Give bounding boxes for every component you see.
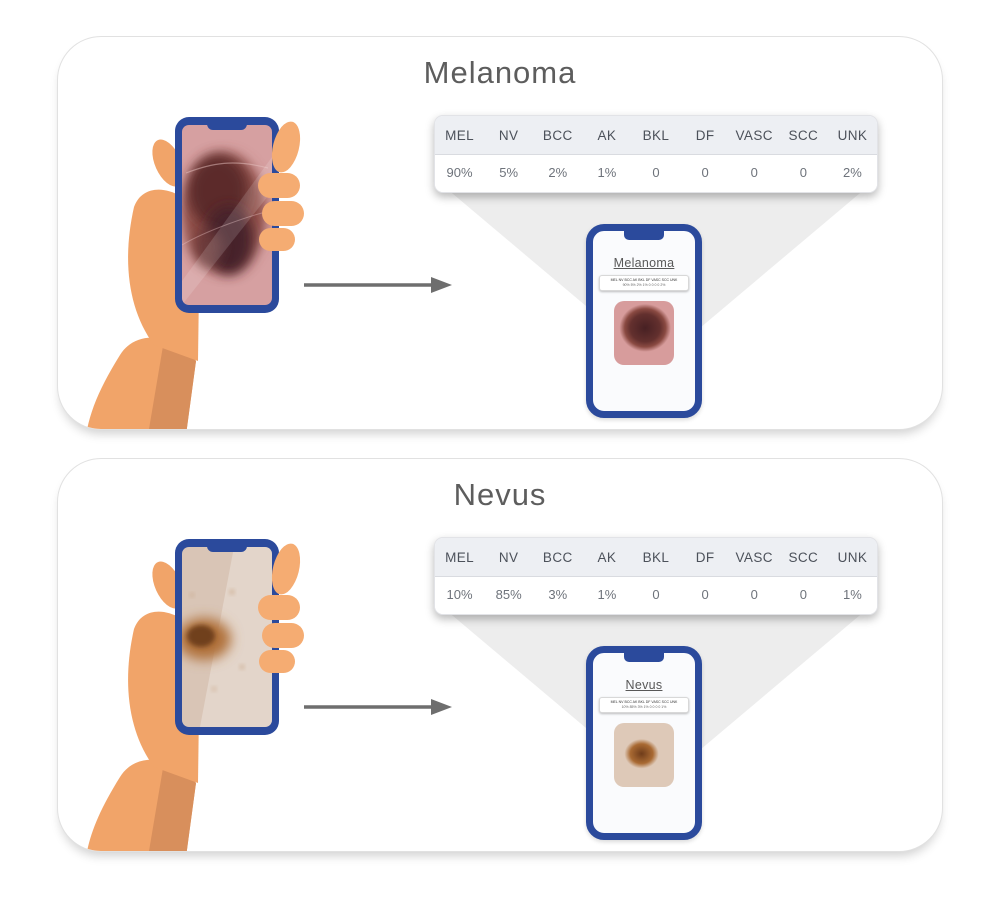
table-value-cell: 0 <box>652 587 660 602</box>
diagnosis-label: Melanoma <box>613 256 675 270</box>
table-header-cell: BKL <box>642 128 670 143</box>
forearm-shade <box>149 767 196 851</box>
panel-title: Melanoma <box>423 55 577 90</box>
table-header-cell: VASC <box>735 128 773 143</box>
mini-prediction-table: MEL NV BCC AK BKL DF VASC SCC UNK 10% 85… <box>599 697 689 713</box>
table-header-cell: NV <box>498 128 519 143</box>
table-header-cell: UNK <box>837 128 868 143</box>
fingertip <box>258 173 300 198</box>
table-header-cell: NV <box>498 550 519 565</box>
mini-table-values: 90% 5% 2% 1% 0 0 0 0 2% <box>622 283 666 287</box>
nevus-lesion <box>182 547 272 727</box>
melanoma-panel: Melanoma MEL <box>57 36 943 430</box>
nevus-panel: Nevus MEL <box>57 458 943 852</box>
melanoma-lesion <box>182 153 272 305</box>
index-finger <box>271 121 301 173</box>
table-header-cell: BCC <box>542 550 573 565</box>
table-value-cell: 2% <box>548 165 568 180</box>
table-header-cell: UNK <box>837 550 868 565</box>
fingertip <box>258 595 300 620</box>
table-value-cell: 10% <box>446 587 473 602</box>
table-value-cell: 90% <box>446 165 473 180</box>
mini-table-headers: MEL NV BCC AK BKL DF VASC SCC UNK <box>610 278 678 282</box>
phone-notch <box>207 539 247 552</box>
table-header-cell: SCC <box>788 128 819 143</box>
table-value-cell: 85% <box>495 587 522 602</box>
phone-notch <box>624 231 664 240</box>
table-value-cell: 0 <box>750 587 758 602</box>
table-header-cell: BKL <box>642 550 670 565</box>
table-header-cell: MEL <box>445 550 475 565</box>
phone-notch <box>624 653 664 662</box>
forearm-shade <box>149 345 196 429</box>
index-finger <box>271 543 301 595</box>
lesion-thumbnail <box>614 723 674 787</box>
fingertip <box>262 623 304 648</box>
phone-notch <box>207 117 247 130</box>
table-value-cell: 1% <box>597 587 617 602</box>
table-value-cell: 0 <box>701 165 709 180</box>
result-phone: Melanoma MEL NV BCC AK BKL DF VASC SCC U… <box>586 224 702 418</box>
table-header-cell: DF <box>695 550 715 565</box>
table-header-cell: DF <box>695 128 715 143</box>
lesion-thumbnail <box>614 301 674 365</box>
result-phone: Nevus MEL NV BCC AK BKL DF VASC SCC UNK … <box>586 646 702 840</box>
table-value-cell: 1% <box>843 587 862 602</box>
table-value-cell: 0 <box>652 165 660 180</box>
table-value-cell: 2% <box>843 165 862 180</box>
mini-prediction-table: MEL NV BCC AK BKL DF VASC SCC UNK 90% 5%… <box>599 275 689 291</box>
table-value-cell: 0 <box>799 165 807 180</box>
hand-holding-phone-illustration <box>87 117 304 429</box>
table-value-cell: 5% <box>499 165 519 180</box>
hand-holding-phone-illustration <box>87 539 304 851</box>
mini-table-values: 10% 85% 3% 1% 0 0 0 0 1% <box>621 705 667 709</box>
table-value-cell: 0 <box>799 587 807 602</box>
table-header-cell: MEL <box>445 128 475 143</box>
fingertip <box>259 650 295 673</box>
panel-title: Nevus <box>453 477 547 512</box>
arrow-icon <box>304 699 452 715</box>
prediction-table-values-row: 90% 5% 2% 1% 0 0 0 0 2% <box>435 155 877 192</box>
prediction-table: MEL NV BCC AK BKL DF VASC SCC UNK 90% 5%… <box>434 115 878 193</box>
table-header-cell: VASC <box>735 550 773 565</box>
table-value-cell: 3% <box>548 587 568 602</box>
fingertip <box>262 201 304 226</box>
table-value-cell: 0 <box>701 587 709 602</box>
diagnosis-label: Nevus <box>625 678 663 692</box>
table-value-cell: 1% <box>597 165 617 180</box>
mini-table-headers: MEL NV BCC AK BKL DF VASC SCC UNK <box>610 700 678 704</box>
table-header-cell: BCC <box>542 128 573 143</box>
table-header-cell: AK <box>597 128 617 143</box>
table-header-cell: SCC <box>788 550 819 565</box>
prediction-table: MEL NV BCC AK BKL DF VASC SCC UNK 10% 85… <box>434 537 878 615</box>
arrow-icon <box>304 277 452 293</box>
table-header-cell: AK <box>597 550 617 565</box>
prediction-table-values-row: 10% 85% 3% 1% 0 0 0 0 1% <box>435 577 877 614</box>
prediction-table-header-row: MEL NV BCC AK BKL DF VASC SCC UNK <box>435 116 877 155</box>
table-value-cell: 0 <box>750 165 758 180</box>
prediction-table-header-row: MEL NV BCC AK BKL DF VASC SCC UNK <box>435 538 877 577</box>
fingertip <box>259 228 295 251</box>
